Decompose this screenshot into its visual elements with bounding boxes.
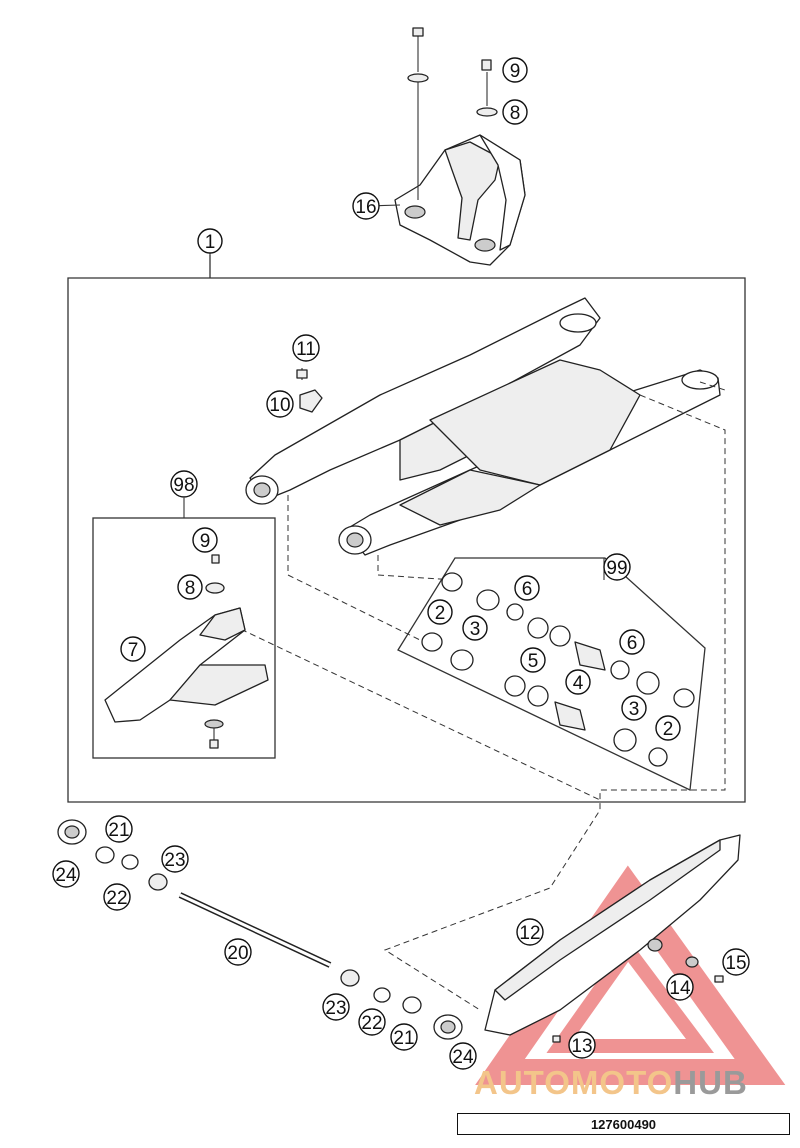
svg-text:8: 8 [510,103,521,124]
callout-23: 23 [322,993,350,1021]
callout-21: 21 [105,815,133,843]
svg-text:24: 24 [452,1047,474,1068]
svg-text:6: 6 [522,579,533,600]
svg-text:9: 9 [200,531,211,552]
callout-15: 15 [722,948,750,976]
callout-9: 9 [192,527,218,553]
svg-text:22: 22 [361,1013,382,1034]
kit-99-box [397,557,706,791]
svg-text:12: 12 [519,923,540,944]
svg-text:10: 10 [269,395,290,416]
svg-text:6: 6 [627,633,638,654]
svg-text:13: 13 [571,1036,592,1057]
callout-3: 3 [462,615,488,641]
small-screw-part [552,956,724,1043]
svg-text:21: 21 [108,820,129,841]
svg-text:23: 23 [325,998,346,1019]
bearing-set-part [421,572,695,767]
svg-text:15: 15 [725,953,746,974]
watermark-text: AUTOMOTOHUB [474,1064,748,1102]
callout-23: 23 [161,845,189,873]
svg-text:24: 24 [55,865,77,886]
nut-part [148,873,360,987]
chain-slider-part [104,554,269,749]
callout-11: 11 [292,334,320,362]
callout-1: 1 [197,228,223,254]
callout-9: 9 [502,57,528,83]
svg-text:14: 14 [669,978,691,999]
callout-98: 98 [170,470,198,498]
svg-text:98: 98 [173,475,194,496]
swingarm-assembly-frame [67,255,746,803]
callout-7: 7 [120,636,146,662]
callout-24: 24 [52,860,80,888]
svg-text:8: 8 [185,578,196,599]
callout-10: 10 [266,390,294,418]
svg-text:99: 99 [606,558,627,579]
callout-2: 2 [427,599,453,625]
callout-22: 22 [358,1008,386,1036]
svg-text:11: 11 [296,339,316,360]
callout-8: 8 [502,99,528,125]
bushing-part [95,846,422,1014]
svg-text:23: 23 [164,850,185,871]
washer-part [121,854,391,1003]
svg-text:22: 22 [106,888,127,909]
svg-text:3: 3 [629,699,640,720]
callout-6: 6 [514,575,540,601]
callout-14: 14 [666,973,694,1001]
svg-text:4: 4 [573,673,584,694]
svg-text:20: 20 [227,943,248,964]
chain-guard-part [484,834,741,1036]
bolt-part [407,27,429,200]
callout-2: 2 [655,715,681,741]
svg-text:5: 5 [528,651,539,672]
screw-part [476,59,498,117]
callout-12: 12 [516,918,544,946]
callout-4: 4 [565,669,591,695]
watermark-part-moto: MOTO [570,1064,674,1101]
callout-13: 13 [568,1031,596,1059]
callout-99: 99 [603,553,631,581]
callout-24: 24 [449,1042,477,1070]
svg-text:1: 1 [205,232,216,253]
callout-8: 8 [177,574,203,600]
callout-16: 16 [352,192,380,220]
svg-text:3: 3 [470,619,481,640]
callout-5: 5 [520,647,546,673]
callout-20: 20 [224,938,252,966]
callout-22: 22 [103,883,131,911]
svg-text:7: 7 [128,640,139,661]
watermark-part-auto: AUTO [474,1064,571,1101]
svg-text:9: 9 [510,61,521,82]
diagram-code: 127600490 [590,1116,657,1132]
svg-text:2: 2 [663,719,674,740]
callout-3: 3 [621,695,647,721]
svg-text:16: 16 [355,197,376,218]
chain-slider-guard-part [394,134,526,266]
bracket-clip-part [296,368,323,413]
swingarm-part [245,297,721,556]
seal-ring-part [57,819,463,1040]
pivot-axle-part [178,892,332,968]
callout-6: 6 [619,629,645,655]
diagram-code-box: 127600490 [457,1113,790,1135]
svg-text:21: 21 [393,1028,414,1049]
callout-21: 21 [390,1023,418,1051]
svg-text:2: 2 [435,603,446,624]
watermark-part-hub: HUB [673,1064,748,1101]
